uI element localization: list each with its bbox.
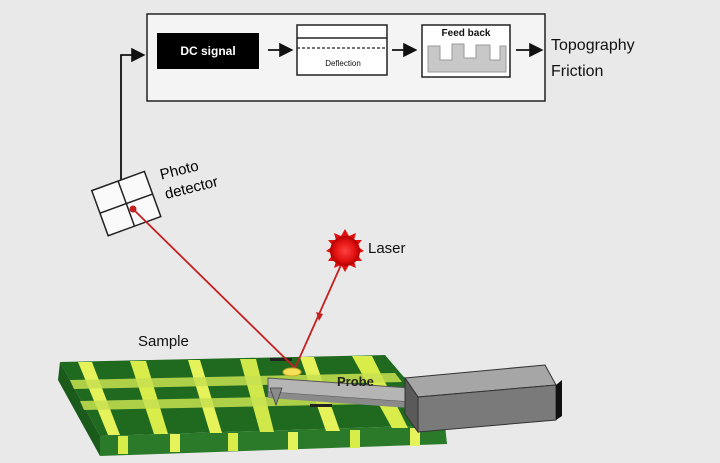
laser-incident-beam — [294, 255, 346, 369]
sample-label: Sample — [138, 333, 189, 350]
laser-source-icon — [326, 229, 364, 272]
reflection-spot — [282, 367, 302, 377]
sample-block — [58, 355, 447, 456]
feedback-box — [421, 24, 511, 78]
laser-reflected-beam — [132, 208, 296, 369]
dc-signal-box: DC signal — [157, 33, 259, 69]
output-labels: Topography Friction — [551, 33, 635, 85]
laser-direction-marker — [316, 312, 323, 321]
detector-signal-line — [120, 47, 146, 185]
probe-label: Probe — [337, 374, 374, 389]
detector-spot — [129, 205, 137, 213]
topography-label: Topography — [551, 37, 635, 54]
probe-assembly — [267, 364, 562, 434]
friction-label: Friction — [551, 63, 604, 80]
feedback-label: Feed back — [441, 28, 491, 39]
deflection-box — [296, 24, 388, 76]
laser-label: Laser — [368, 240, 406, 257]
deflection-label: Deflection — [325, 59, 361, 68]
